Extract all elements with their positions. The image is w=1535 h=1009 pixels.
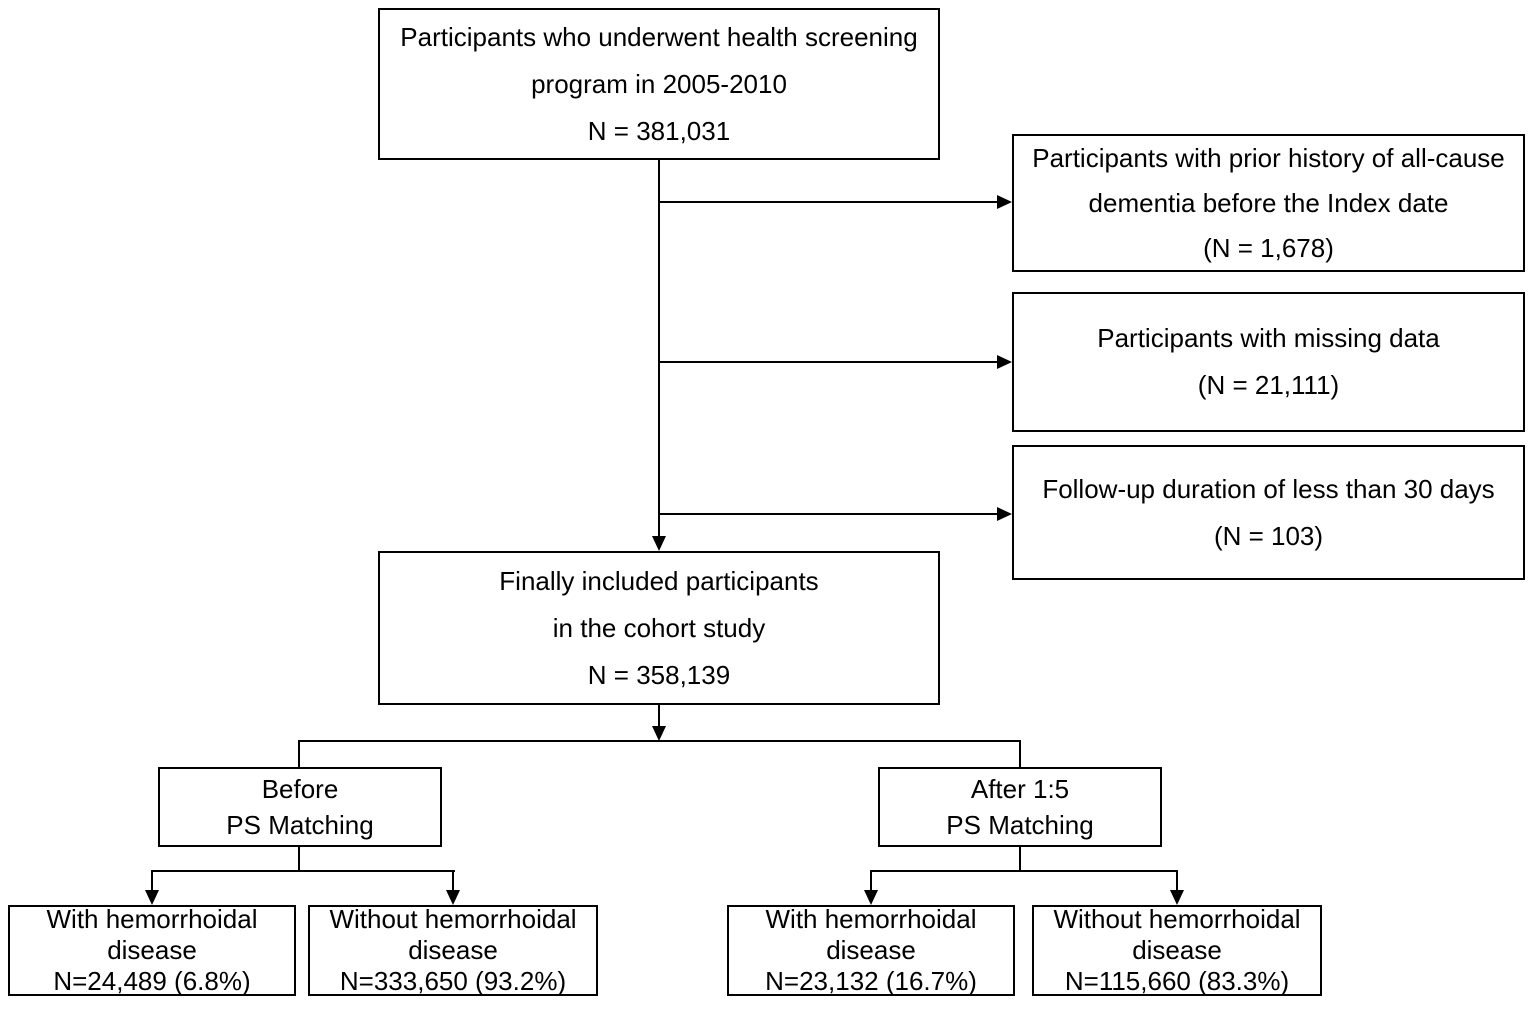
node-before-without-hd: Without hemorrhoidal disease N=333,650 (… — [308, 904, 598, 996]
node-before-ps-matching: Before PS Matching — [158, 767, 442, 847]
node-after-with-hd-line-3: N=23,132 (16.7%) — [765, 966, 977, 996]
node-excluded-dementia-line-1: Participants with prior history of all-c… — [1032, 142, 1505, 173]
node-before-without-hd-line-3: N=333,650 (93.2%) — [339, 966, 567, 996]
node-excluded-missing-line-2: (N = 21,111) — [1197, 370, 1340, 400]
node-excluded-dementia-line-3: (N = 1,678) — [1203, 232, 1334, 263]
node-before-ps-line-2: PS Matching — [226, 810, 374, 840]
connector-included-down — [658, 705, 660, 727]
node-after-without-hd: Without hemorrhoidal disease N=115,660 (… — [1032, 904, 1322, 996]
node-after-ps-line-1: After 1:5 — [970, 774, 1070, 804]
node-excluded-dementia-line-2: dementia before the Index date — [1088, 187, 1449, 218]
node-excluded-missing-line-1: Participants with missing data — [1097, 323, 1440, 353]
connector-exclusion-followup — [659, 513, 997, 515]
connector-before-split — [151, 870, 455, 872]
node-before-with-hd-line-1: With hemorrhoidal — [46, 904, 258, 934]
arrowhead-down-after-with — [864, 890, 878, 905]
node-included-line-2: in the cohort study — [552, 612, 766, 643]
node-screened-line-1: Participants who underwent health screen… — [400, 21, 918, 52]
node-screened-population: Participants who underwent health screen… — [378, 8, 940, 160]
node-after-with-hd-line-2: disease — [826, 935, 916, 965]
node-after-ps-matching: After 1:5 PS Matching — [878, 767, 1162, 847]
node-screened-line-3: N = 381,031 — [587, 115, 731, 146]
arrowhead-right-dementia — [997, 195, 1012, 209]
connector-after-without-drop — [1176, 870, 1178, 891]
node-before-ps-line-1: Before — [261, 774, 339, 804]
connector-before-ps-drop — [298, 740, 300, 767]
connector-exclusion-missing — [659, 361, 997, 363]
node-after-without-hd-line-3: N=115,660 (83.3%) — [1064, 966, 1290, 996]
node-after-ps-line-2: PS Matching — [946, 810, 1094, 840]
connector-after-ps-drop — [1019, 740, 1021, 767]
node-before-without-hd-line-1: Without hemorrhoidal — [329, 904, 577, 934]
arrowhead-right-missing — [997, 355, 1012, 369]
connector-ps-split — [299, 740, 1021, 742]
node-excluded-followup: Follow-up duration of less than 30 days … — [1012, 445, 1525, 580]
connector-after-with-drop — [870, 870, 872, 891]
node-before-with-hd-line-2: disease — [107, 935, 197, 965]
node-before-with-hd-line-3: N=24,489 (6.8%) — [53, 966, 251, 996]
arrowhead-right-followup — [997, 507, 1012, 521]
connector-before-without-drop — [452, 870, 454, 891]
node-after-with-hd: With hemorrhoidal disease N=23,132 (16.7… — [727, 904, 1015, 996]
arrowhead-down-split — [652, 726, 666, 741]
node-included-line-3: N = 358,139 — [587, 659, 731, 690]
arrowhead-down-before-with — [145, 890, 159, 905]
connector-before-with-drop — [151, 870, 153, 891]
connector-after-split — [870, 870, 1178, 872]
arrowhead-down-included — [652, 536, 666, 551]
node-included-cohort: Finally included participants in the coh… — [378, 551, 940, 705]
node-excluded-followup-line-1: Follow-up duration of less than 30 days — [1042, 473, 1495, 504]
node-after-with-hd-line-1: With hemorrhoidal — [765, 904, 977, 934]
node-after-without-hd-line-2: disease — [1132, 935, 1222, 965]
node-screened-line-2: program in 2005-2010 — [531, 68, 787, 99]
connector-before-ps-down — [298, 847, 300, 872]
node-before-without-hd-line-2: disease — [408, 935, 498, 965]
node-excluded-followup-line-2: (N = 103) — [1213, 520, 1324, 551]
node-excluded-dementia: Participants with prior history of all-c… — [1012, 134, 1525, 272]
node-after-without-hd-line-1: Without hemorrhoidal — [1053, 904, 1301, 934]
node-included-line-1: Finally included participants — [499, 565, 819, 596]
node-before-with-hd: With hemorrhoidal disease N=24,489 (6.8%… — [8, 904, 296, 996]
connector-spine — [658, 160, 660, 537]
arrowhead-down-after-without — [1170, 890, 1184, 905]
connector-after-ps-down — [1019, 847, 1021, 872]
arrowhead-down-before-without — [446, 890, 460, 905]
connector-exclusion-dementia — [659, 201, 997, 203]
node-excluded-missing-data: Participants with missing data (N = 21,1… — [1012, 292, 1525, 432]
